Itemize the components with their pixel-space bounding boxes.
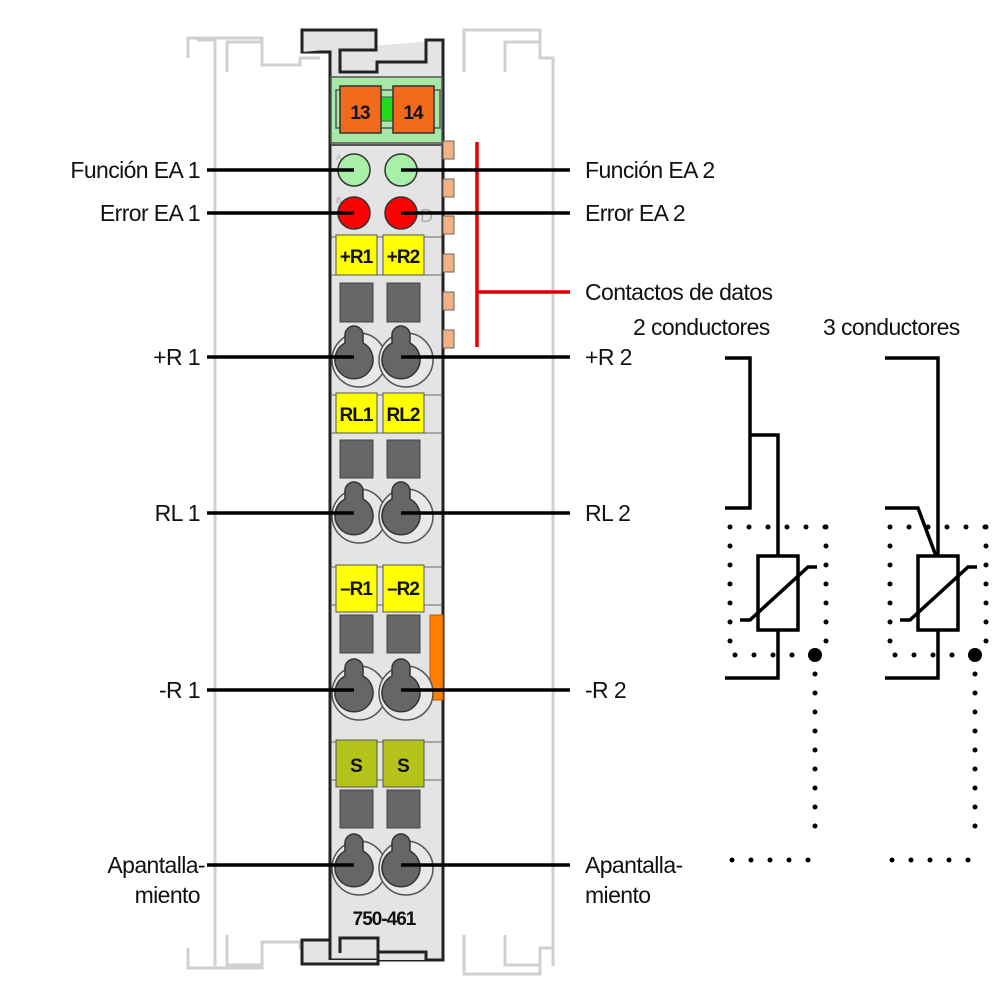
label-shield2-line2: miento	[585, 882, 650, 908]
led-mark-a: A	[336, 153, 342, 162]
tag-plus-r1: +R1	[340, 247, 374, 268]
power-contact	[429, 614, 444, 701]
schematic-3-wire	[882, 356, 989, 863]
label-shield1-line2: miento	[135, 882, 200, 908]
spring-clamps	[331, 325, 434, 896]
data-contacts	[442, 140, 455, 349]
label-data-contacts: Contactos de datos	[585, 279, 772, 305]
clamp-opening[interactable]	[331, 658, 387, 721]
tag-minus-r2: –R2	[387, 579, 419, 600]
din-rail-outline	[186, 28, 555, 976]
terminal-row-shield: S S	[331, 739, 442, 829]
label-funcion-ea1: Función EA 1	[70, 157, 200, 183]
schematic-2-wire	[722, 356, 829, 863]
clamp-opening[interactable]	[378, 833, 434, 896]
tag-rl2: RL2	[387, 405, 420, 426]
label-plus-r2: +R 2	[585, 344, 632, 370]
clamp-opening[interactable]	[331, 481, 387, 544]
tag-rl1: RL1	[340, 405, 374, 426]
label-2-wire: 2 conductores	[633, 314, 770, 340]
terminal-row-plus: +R1 +R2	[331, 234, 442, 323]
tag-shield-2: S	[397, 756, 409, 777]
label-rl1: RL 1	[155, 500, 200, 526]
label-shield1-line1: Apantalla-	[107, 852, 205, 878]
clamp-opening[interactable]	[378, 658, 434, 721]
clamp-opening[interactable]	[378, 325, 434, 388]
tag-shield-1: S	[350, 756, 362, 777]
terminal-13-label: 13	[350, 103, 370, 124]
label-minus-r2: -R 2	[585, 677, 626, 703]
terminal-13	[339, 85, 382, 134]
label-minus-r1: -R 1	[159, 677, 200, 703]
terminal-14-label: 14	[403, 103, 424, 124]
clamp-opening[interactable]	[331, 833, 387, 896]
label-rl2: RL 2	[585, 500, 630, 526]
data-contacts-bracket	[475, 142, 570, 347]
part-number: 750-461	[353, 909, 417, 930]
label-error-ea1: Error EA 1	[100, 200, 200, 226]
tag-plus-r2: +R2	[387, 247, 420, 268]
terminal-row-rl: RL1 RL2	[331, 392, 442, 479]
label-error-ea2: Error EA 2	[585, 200, 685, 226]
power-jumper-block: 13 14	[330, 76, 443, 146]
terminal-row-minus: –R1 –R2	[331, 564, 442, 654]
label-plus-r1: +R 1	[153, 344, 200, 370]
leader-lines	[207, 168, 570, 867]
clamp-opening[interactable]	[378, 481, 434, 544]
tag-minus-r1: –R1	[340, 579, 373, 600]
label-3-wire: 3 conductores	[823, 314, 960, 340]
terminal-14	[392, 85, 435, 134]
label-funcion-ea2: Función EA 2	[585, 157, 715, 183]
led-mark-d: D	[420, 206, 433, 226]
label-shield2-line1: Apantalla-	[585, 852, 683, 878]
led-mark-b: B	[336, 196, 341, 205]
